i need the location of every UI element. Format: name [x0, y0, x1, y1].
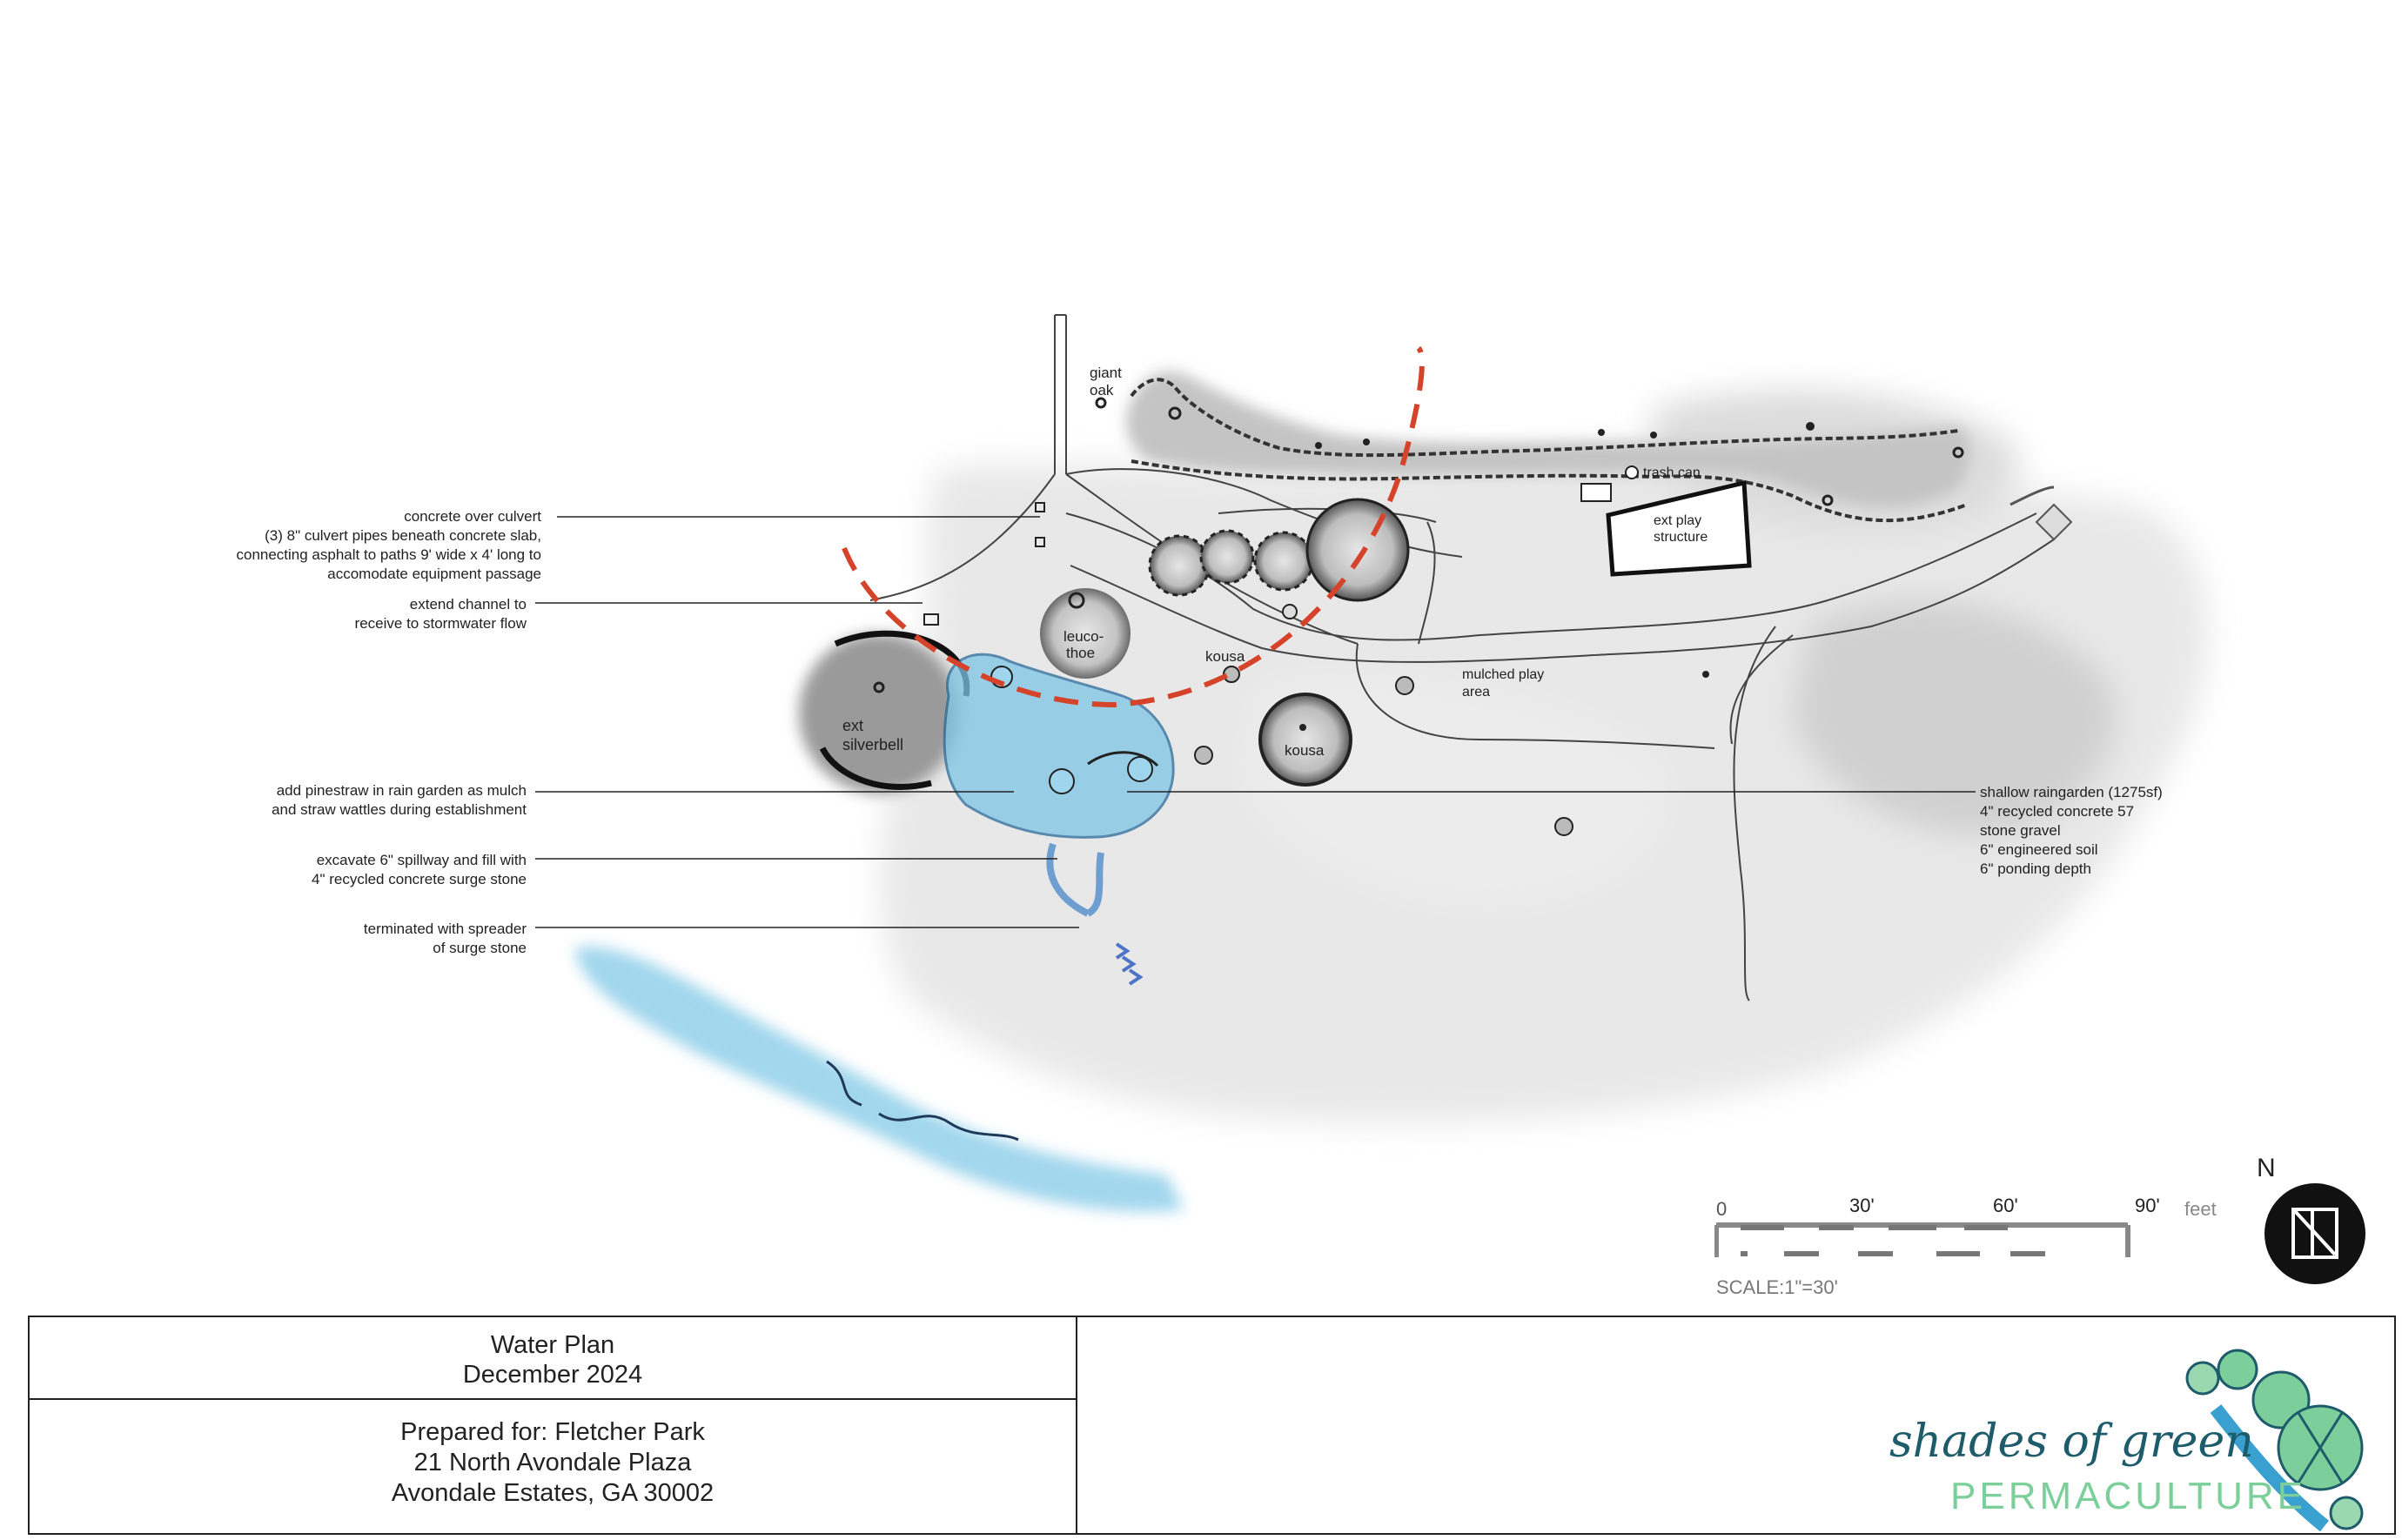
shades-of-green-logo: shades of green PERMACULTURE — [1889, 1349, 2364, 1532]
address-line-2: Avondale Estates, GA 30002 — [391, 1479, 715, 1507]
callout-pinestraw: add pinestraw in rain garden as mulch an… — [272, 781, 527, 820]
hedge-row — [1126, 371, 1970, 523]
culvert-marks — [923, 502, 1045, 626]
address-line-1: 21 North Avondale Plaza — [413, 1449, 692, 1476]
callout-line: and straw wattles during establishment — [272, 801, 527, 818]
creek — [574, 947, 1184, 1212]
scale-tick-60: 60' — [1993, 1195, 2018, 1216]
label-leucothoe-1: leuco- — [1063, 628, 1104, 645]
title-block-left: Water Plan December 2024 Prepared for: F… — [30, 1317, 1077, 1533]
title-cell: Water Plan December 2024 — [30, 1317, 1076, 1400]
logo-permaculture: PERMACULTURE — [1950, 1475, 2306, 1517]
plan-title: Water Plan — [490, 1331, 615, 1359]
tree-ext-silverbell — [799, 630, 970, 793]
label-mulched-play-area-2: area — [1462, 685, 1490, 700]
north-arrow: N — [2257, 1154, 2365, 1284]
callout-line: of surge stone — [433, 940, 527, 956]
paths — [869, 314, 2073, 1001]
callout-line: concrete over culvert — [404, 508, 541, 525]
scale-bar: 0 30' 60' 90' feet SCALE:1"=30' — [1714, 1195, 2217, 1298]
label-mulched-play-area-1: mulched play — [1462, 667, 1544, 682]
prepared-for-cell: Prepared for: Fletcher Park 21 North Avo… — [30, 1402, 1076, 1509]
callout-line: 6" engineered soil — [1980, 841, 2098, 858]
callout-line: extend channel to — [409, 596, 527, 613]
tree-kousa-lower — [1258, 693, 1352, 787]
drainage-arc — [842, 345, 1425, 708]
label-kousa-lower: kousa — [1285, 742, 1325, 759]
logo-plant-icon — [2185, 1349, 2364, 1532]
label-giant-oak-1: giant — [1090, 365, 1122, 381]
callout-extend-channel: extend channel to receive to stormwater … — [355, 595, 527, 633]
callout-spreader: terminated with spreader of surge stone — [364, 920, 527, 958]
logo-script-text: shades of green — [1889, 1416, 2254, 1468]
callout-line: terminated with spreader — [363, 921, 527, 937]
label-kousa-upper: kousa — [1205, 648, 1245, 665]
ext-play-structure — [1606, 479, 1752, 577]
label-giant-oak-2: oak — [1090, 382, 1114, 398]
callout-line: receive to stormwater flow — [354, 615, 527, 632]
scale-tick-30: 30' — [1849, 1195, 1875, 1216]
callout-raingarden-spec: shallow raingarden (1275sf) 4" recycled … — [1980, 783, 2163, 879]
callout-concrete-over-culvert: concrete over culvert (3) 8" culvert pip… — [236, 507, 541, 584]
callout-spillway: excavate 6" spillway and fill with 4" re… — [312, 851, 527, 889]
trash-can-marker — [1625, 465, 1639, 479]
site-plan: ext silverbell leuco- thoe giant oak kou… — [535, 314, 2208, 1212]
callout-line: excavate 6" spillway and fill with — [316, 852, 527, 868]
plan-date: December 2024 — [462, 1361, 643, 1389]
shrub-cluster — [1148, 498, 1410, 619]
spillway — [1046, 842, 1144, 986]
callout-line: connecting asphalt to paths 9' wide x 4'… — [236, 546, 541, 563]
scale-tick-90: 90' — [2135, 1195, 2160, 1216]
callout-line: add pinestraw in rain garden as mulch — [276, 782, 527, 799]
title-block: Water Plan December 2024 Prepared for: F… — [28, 1316, 2396, 1535]
label-ext-play-structure-2: structure — [1654, 530, 1708, 545]
small-tree-markers — [1194, 671, 1709, 836]
label-ext-play-structure-1: ext play — [1654, 513, 1701, 528]
north-label: N — [2257, 1154, 2276, 1182]
callout-line: 4" recycled concrete 57 — [1980, 803, 2135, 820]
label-leucothoe-2: thoe — [1066, 645, 1095, 661]
callout-line: stone gravel — [1980, 822, 2061, 839]
callout-line: 6" ponding depth — [1980, 860, 2091, 877]
scale-tick-0: 0 — [1716, 1198, 1727, 1220]
giant-oak-marker — [1095, 397, 1107, 409]
callout-lines — [535, 516, 1976, 928]
label-ext-silverbell-2: silverbell — [842, 736, 903, 753]
scale-unit: feet — [2184, 1198, 2217, 1220]
callout-line: accomodate equipment passage — [327, 566, 541, 582]
callout-line: 4" recycled concrete surge stone — [312, 871, 527, 887]
prepared-for: Prepared for: Fletcher Park — [400, 1418, 705, 1446]
label-trash-can: trash can — [1643, 465, 1701, 480]
shrub-leucothoe — [1040, 588, 1131, 679]
callout-line: (3) 8" culvert pipes beneath concrete sl… — [265, 527, 541, 544]
label-ext-silverbell-1: ext — [842, 717, 863, 734]
scale-text: SCALE:1"=30' — [1716, 1276, 1838, 1298]
callout-line: shallow raingarden (1275sf) — [1980, 784, 2163, 800]
bench — [1580, 483, 1612, 502]
